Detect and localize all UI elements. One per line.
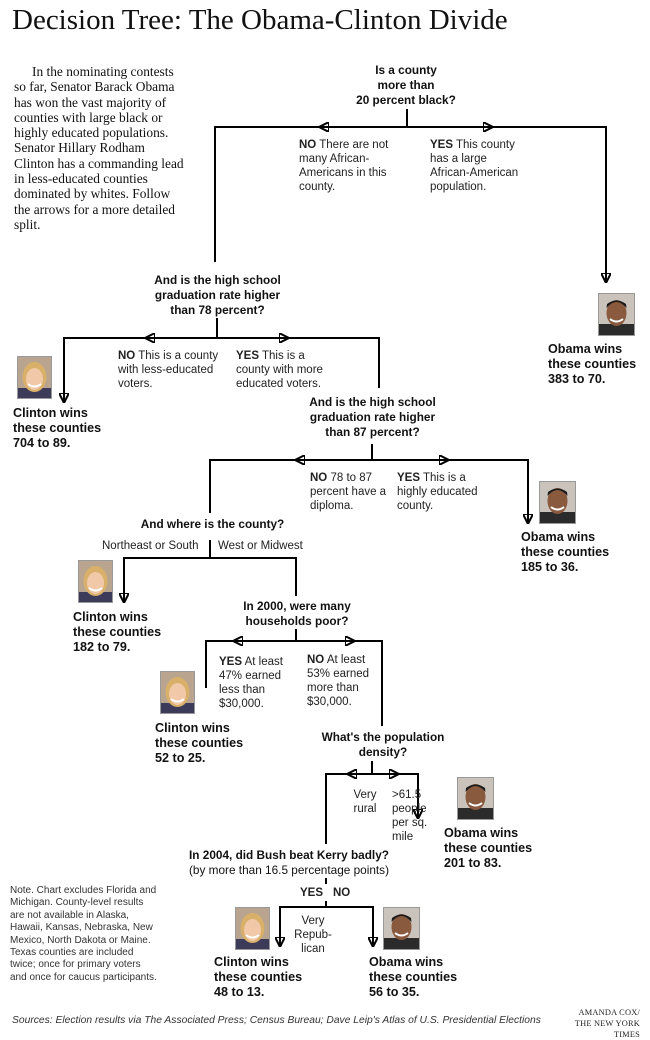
clinton-portrait-icon	[160, 671, 195, 714]
result-clinton-704: Clinton wins these counties 704 to 89.	[13, 406, 102, 450]
question-grad-rate-78: And is the high school graduation rate h…	[154, 273, 281, 317]
answer-q7-very-republican: Very Repub-lican	[294, 915, 332, 955]
obama-portrait-icon	[598, 293, 635, 336]
clinton-portrait-icon	[78, 560, 113, 603]
result-obama-56: Obama wins these counties 56 to 35.	[369, 955, 458, 999]
obama-portrait-icon	[383, 907, 420, 950]
credit: AMANDA COX/ THE NEW YORK TIMES	[574, 1008, 640, 1039]
answer-q6-very-rural: Very rural	[353, 789, 377, 815]
obama-portrait-icon	[539, 481, 576, 524]
answer-q7-no: NO	[333, 887, 351, 899]
question-households-poor: In 2000, were many households poor?	[243, 599, 351, 628]
question-grad-rate-87: And is the high school graduation rate h…	[309, 395, 436, 439]
result-obama-185: Obama wins these counties 185 to 36.	[521, 530, 610, 574]
intro-text: In the nominating contests so far, Senat…	[14, 64, 184, 232]
answer-q4-west-midwest: West or Midwest	[218, 540, 303, 552]
result-clinton-182: Clinton wins these counties 182 to 79.	[73, 610, 162, 654]
answer-q5-no: NO At least 53% earned more than $30,000…	[307, 654, 370, 708]
answer-q7-yes: YES	[300, 887, 324, 899]
clinton-portrait-icon	[17, 356, 52, 399]
answer-q1-no: NO There are not many African-Americans …	[299, 139, 389, 193]
obama-portrait-icon	[457, 777, 494, 820]
answer-q2-no: NO This is a county with less-educated v…	[118, 350, 219, 390]
answer-q3-yes: YES This is a highly educated county.	[397, 472, 478, 512]
question-population-density: What's the population density?	[321, 730, 445, 759]
answer-q6-dense: >61.5 people per sq. mile	[392, 789, 428, 843]
answer-q1-yes: YES This county has a large African-Amer…	[430, 139, 519, 193]
answer-q4-northeast-south: Northeast or South	[102, 540, 199, 552]
question-percent-black: Is a county more than 20 percent black?	[356, 63, 456, 107]
answer-q3-no: NO 78 to 87 percent have a diploma.	[310, 472, 387, 512]
sources: Sources: Election results via The Associ…	[12, 1015, 541, 1026]
result-obama-383: Obama wins these counties 383 to 70.	[548, 342, 637, 386]
footnote: Note. Chart excludes Florida and Michiga…	[10, 885, 157, 983]
result-clinton-52: Clinton wins these counties 52 to 25.	[155, 721, 244, 765]
answer-q2-yes: YES This is a county with more educated …	[236, 350, 323, 390]
question-region: And where is the county?	[140, 517, 285, 531]
page-title: Decision Tree: The Obama-Clinton Divide	[12, 4, 508, 36]
answer-q5-yes: YES At least 47% earned less than $30,00…	[219, 656, 283, 710]
clinton-portrait-icon	[235, 907, 270, 950]
question-bush-kerry: In 2004, did Bush beat Kerry badly? (by …	[188, 848, 389, 877]
result-obama-201: Obama wins these counties 201 to 83.	[444, 826, 533, 870]
result-clinton-48: Clinton wins these counties 48 to 13.	[214, 955, 303, 999]
